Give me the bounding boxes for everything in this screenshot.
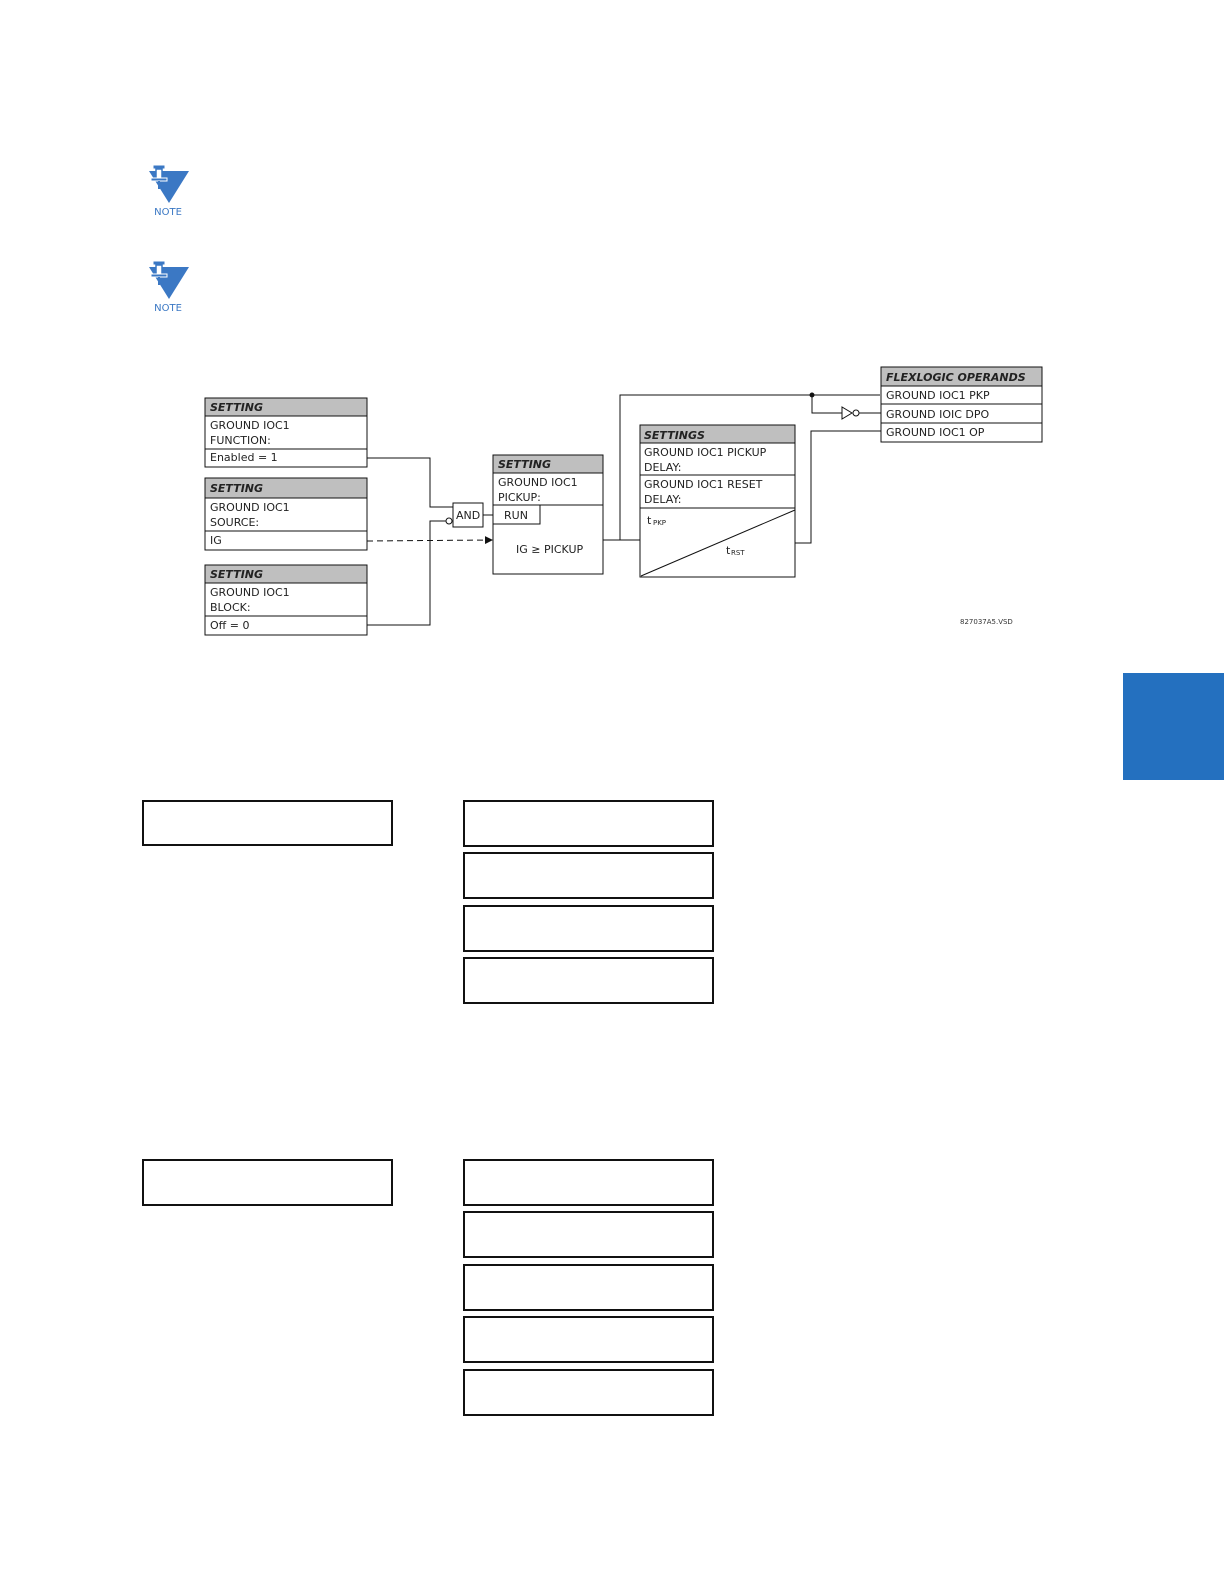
and-gate-label: AND <box>456 509 480 522</box>
setting-source-header: SETTING <box>210 482 263 495</box>
operand-pkp: GROUND IOC1 PKP <box>886 389 990 402</box>
setting-function-line2: FUNCTION: <box>210 434 271 447</box>
t-rst-sub: RST <box>731 549 745 557</box>
timer-line2: DELAY: <box>644 461 681 474</box>
menu-setting-box <box>463 800 714 847</box>
menu-setting-box <box>463 1211 714 1258</box>
t-rst-label: t <box>726 544 731 557</box>
pickup-line2: PICKUP: <box>498 491 541 504</box>
setting-block-value: Off = 0 <box>210 619 249 632</box>
note-label: NOTE <box>154 207 182 218</box>
t-pkp-label: t <box>647 514 652 527</box>
chapter-side-tab <box>1123 673 1224 780</box>
menu-setting-box <box>463 905 714 952</box>
setting-function-line1: GROUND IOC1 <box>210 419 290 432</box>
setting-block-line1: GROUND IOC1 <box>210 586 290 599</box>
menu-setting-box <box>463 1159 714 1206</box>
menu-setting-box <box>463 852 714 899</box>
setting-block-header: SETTING <box>210 568 263 581</box>
timer-line4: DELAY: <box>644 493 681 506</box>
menu-path-box <box>142 1159 393 1206</box>
setting-source-line1: GROUND IOC1 <box>210 501 290 514</box>
menu-setting-box <box>463 1316 714 1363</box>
note-icon: NOTE <box>141 163 195 223</box>
menu-setting-box <box>463 1369 714 1416</box>
operand-dpo: GROUND IOIC DPO <box>886 408 989 421</box>
pickup-line1: GROUND IOC1 <box>498 476 578 489</box>
note-icon: NOTE <box>141 259 195 319</box>
setting-block-line2: BLOCK: <box>210 601 251 614</box>
timer-line3: GROUND IOC1 RESET <box>644 478 763 491</box>
menu-path-box <box>142 800 393 846</box>
setting-source-line2: SOURCE: <box>210 516 259 529</box>
operand-op: GROUND IOC1 OP <box>886 426 985 439</box>
setting-function-header: SETTING <box>210 401 263 414</box>
timer-line1: GROUND IOC1 PICKUP <box>644 446 767 459</box>
t-pkp-sub: PKP <box>653 519 666 527</box>
menu-setting-box <box>463 1264 714 1311</box>
note-label: NOTE <box>154 303 182 314</box>
pickup-header: SETTING <box>498 458 551 471</box>
ground-ioc-logic-diagram: SETTING GROUND IOC1 FUNCTION: Enabled = … <box>204 366 1043 636</box>
operands-header: FLEXLOGIC OPERANDS <box>886 371 1026 384</box>
setting-source-value: IG <box>210 534 222 547</box>
drawing-code: 827037A5.VSD <box>960 618 1013 626</box>
setting-function-value: Enabled = 1 <box>210 451 278 464</box>
pickup-run: RUN <box>504 509 528 522</box>
timer-header: SETTINGS <box>644 429 705 442</box>
pickup-condition: IG ≥ PICKUP <box>516 543 584 556</box>
menu-setting-box <box>463 957 714 1004</box>
